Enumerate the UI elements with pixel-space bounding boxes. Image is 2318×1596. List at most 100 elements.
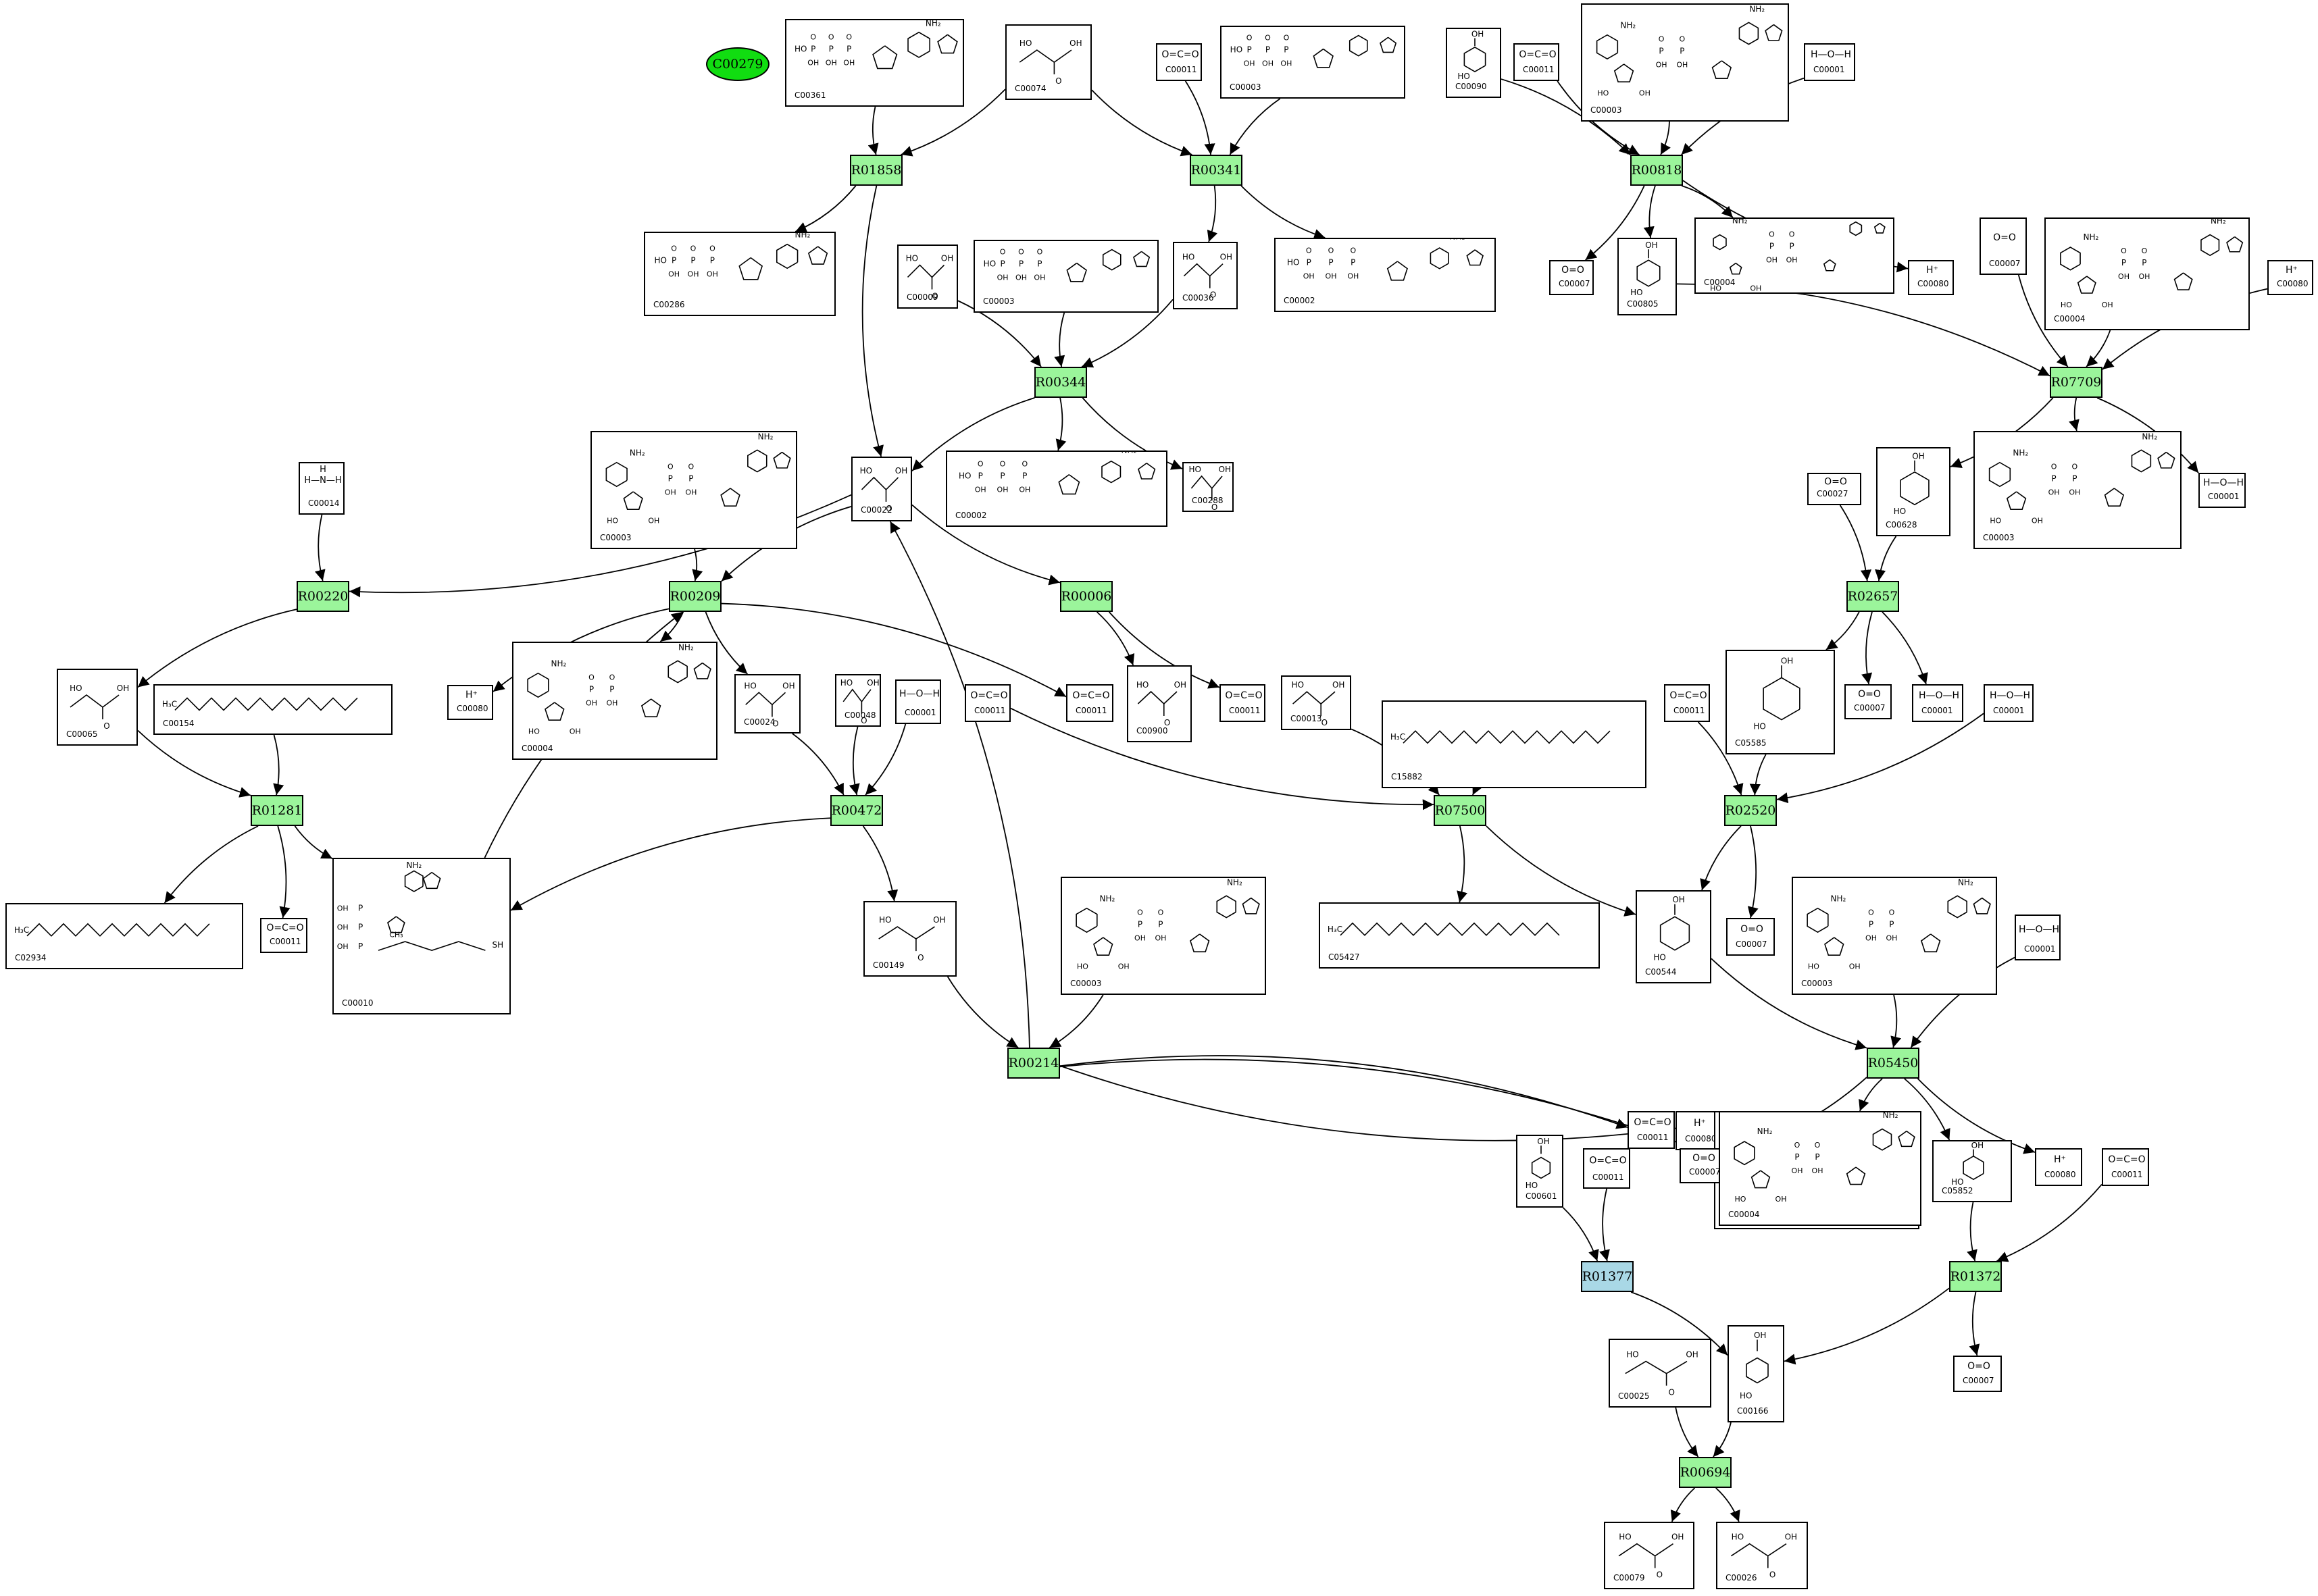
reaction-node-R00341[interactable]: R00341: [1190, 155, 1242, 186]
atom-label: OH: [941, 253, 953, 263]
reaction-node-R01858[interactable]: R01858: [850, 155, 903, 186]
edge-C00011-to-R07500: [1010, 707, 1434, 810]
compound-node-C00080[interactable]: H⁺C00080: [2267, 260, 2313, 295]
reaction-node-R05450[interactable]: R05450: [1867, 1048, 1919, 1079]
selected-compound-ellipse[interactable]: C00279: [706, 47, 770, 81]
reaction-node-R07709[interactable]: R07709: [2050, 367, 2102, 398]
reaction-node-R00006[interactable]: R00006: [1060, 581, 1113, 612]
reaction-node-R01377[interactable]: R01377: [1581, 1261, 1634, 1292]
atom-label: NH₂: [1883, 1112, 1898, 1120]
reaction-node-R01281[interactable]: R01281: [251, 795, 303, 826]
atom-label: P: [2142, 258, 2146, 267]
compound-node-C00080[interactable]: H⁺C00080: [2035, 1148, 2082, 1186]
compound-node-C00080[interactable]: H⁺C00080: [447, 685, 493, 720]
reaction-node-R00818[interactable]: R00818: [1630, 155, 1683, 186]
reaction-node-R02657[interactable]: R02657: [1846, 581, 1899, 612]
compound-node-C00002[interactable]: HOPOOHPOOHPOOHNH₂C00002: [1274, 238, 1496, 312]
atom-label: P: [1789, 242, 1794, 251]
reaction-node-R00209[interactable]: R00209: [669, 581, 722, 612]
reaction-node-R00220[interactable]: R00220: [297, 581, 349, 612]
reaction-node-R00694[interactable]: R00694: [1679, 1457, 1732, 1488]
compound-node-C00002[interactable]: HOPOOHPOOHPOOHNH₂C00002: [946, 451, 1167, 527]
reaction-node-R02520[interactable]: R02520: [1724, 795, 1777, 826]
atom-label: P: [358, 942, 363, 951]
edge-C00027-to-R02657: [1839, 505, 1872, 582]
reaction-node-R00472[interactable]: R00472: [830, 795, 883, 826]
atom-label: O: [861, 716, 867, 725]
edge-C00001-to-R00472: [865, 723, 907, 796]
reaction-node-R00214[interactable]: R00214: [1007, 1048, 1060, 1079]
reaction-node-R00344[interactable]: R00344: [1034, 367, 1087, 398]
compound-node-C00080[interactable]: H⁺C00080: [1908, 260, 1954, 295]
compound-node-C00003[interactable]: HOPOOHPOOHPOOHNH₂C00003: [1220, 26, 1405, 99]
compound-node-C00003[interactable]: HOPOOHPOOHPOOHNH₂C00003: [974, 240, 1159, 313]
bond: [1133, 251, 1151, 267]
edge-R01372-to-C00166: [1784, 1287, 1950, 1365]
reaction-node-R07500[interactable]: R07500: [1434, 795, 1486, 826]
reaction-node-R01372[interactable]: R01372: [1949, 1261, 2002, 1292]
atom-label: O: [1246, 34, 1253, 43]
